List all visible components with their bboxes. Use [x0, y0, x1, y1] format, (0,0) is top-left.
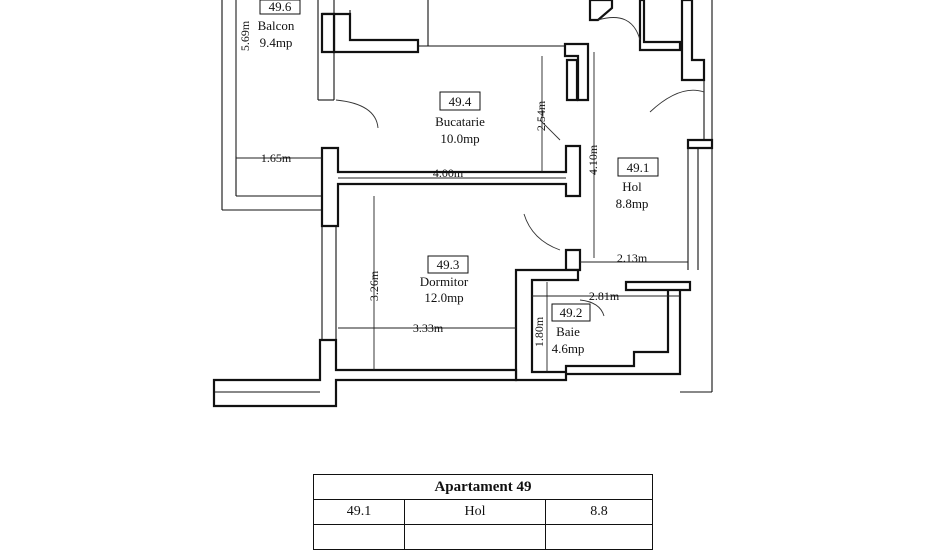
- table-title: Apartament 49: [313, 474, 653, 500]
- room-label-balcon: 49.6 Balcon 9.4mp: [258, 0, 301, 50]
- table-row-partial: [313, 524, 653, 550]
- room-code: 49.4: [449, 94, 472, 109]
- dim-baie-width: 2.81m: [589, 289, 620, 303]
- room-label-dormitor: 49.3 Dormitor 12.0mp: [420, 255, 469, 305]
- dim-dormitor-height: 3.26m: [367, 270, 381, 301]
- room-name: Balcon: [258, 18, 295, 33]
- floor-plan: 5.69m 1.65m 4.00m 2.54m 4.10m 2.13m 3.26…: [212, 0, 714, 408]
- walls: [212, 0, 714, 408]
- dim-dormitor-width: 3.33m: [413, 321, 444, 335]
- dim-hol-width: 2.13m: [617, 251, 648, 265]
- room-area: 9.4mp: [260, 35, 293, 50]
- room-name: Dormitor: [420, 274, 469, 289]
- dimension-lines: [235, 0, 688, 372]
- dim-balcon-width: 1.65m: [261, 151, 292, 165]
- table-cell-code: 49.1: [313, 499, 405, 525]
- room-code: 49.3: [437, 257, 460, 272]
- room-name: Hol: [622, 179, 642, 194]
- dim-baie-height: 1.80m: [532, 316, 546, 347]
- room-code: 49.2: [560, 305, 583, 320]
- room-area: 12.0mp: [424, 290, 463, 305]
- dim-bucatarie-height: 2.54m: [534, 100, 548, 131]
- room-label-hol: 49.1 Hol 8.8mp: [616, 157, 659, 211]
- room-label-baie: 49.2 Baie 4.6mp: [551, 303, 591, 356]
- apartment-table: Apartament 49 49.1 Hol 8.8: [313, 474, 653, 550]
- dim-balcon-height: 5.69m: [238, 20, 252, 51]
- dim-hol-height: 4.10m: [586, 144, 600, 175]
- room-code: 49.1: [627, 160, 650, 175]
- table-cell-name: Hol: [404, 499, 546, 525]
- table-cell-area: 8.8: [545, 499, 653, 525]
- table-row: 49.1 Hol 8.8: [313, 499, 653, 525]
- room-area: 8.8mp: [616, 196, 649, 211]
- room-label-bucatarie: 49.4 Bucatarie 10.0mp: [435, 91, 485, 146]
- room-area: 10.0mp: [440, 131, 479, 146]
- room-name: Baie: [556, 324, 580, 339]
- room-area: 4.6mp: [552, 341, 585, 356]
- room-name: Bucatarie: [435, 114, 485, 129]
- door-swings: [335, 17, 705, 317]
- dim-bucatarie-width: 4.00m: [433, 166, 464, 180]
- room-code: 49.6: [269, 0, 292, 14]
